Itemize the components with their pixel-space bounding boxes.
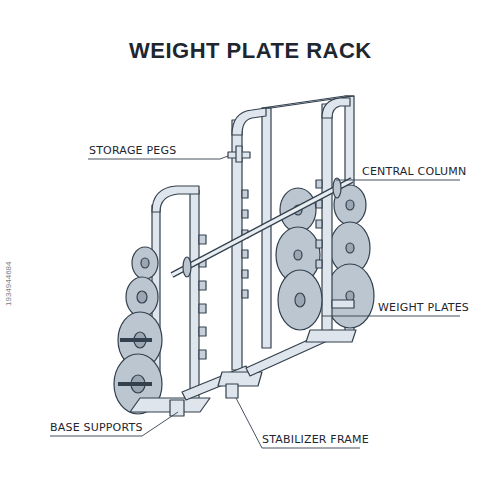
diagram-title: WEIGHT PLATE RACK	[129, 38, 372, 64]
part-label: WEIGHT PLATES	[378, 301, 469, 314]
part-label: BASE SUPPORTS	[50, 421, 143, 434]
watermark-number: 1934944684	[4, 262, 13, 307]
part-label: CENTRAL COLUMN	[362, 165, 466, 178]
part-label: STORAGE PEGS	[89, 144, 176, 157]
part-label: STABILIZER FRAME	[262, 433, 369, 446]
